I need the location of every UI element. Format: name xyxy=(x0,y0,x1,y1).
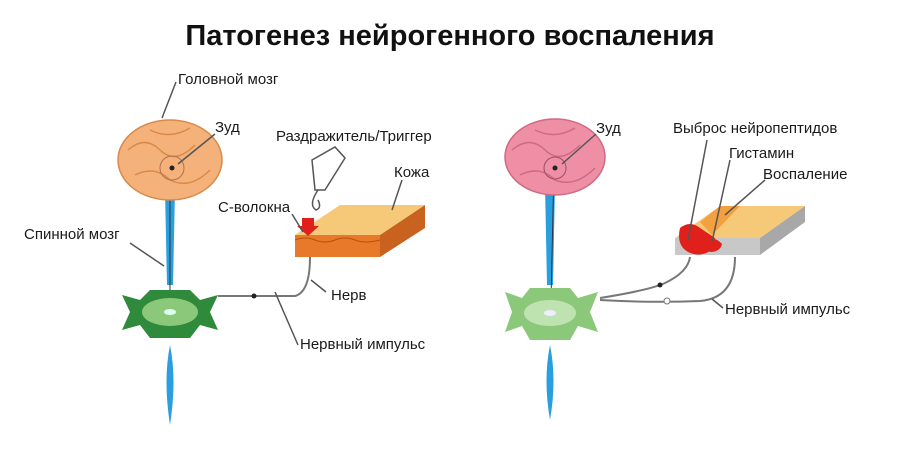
trigger-icon xyxy=(311,146,346,211)
leader-line xyxy=(687,139,708,241)
label-inflammation: Воспаление xyxy=(763,166,847,183)
label-histamine: Гистамин xyxy=(729,145,794,162)
brain-left xyxy=(117,119,223,201)
diagram-title: Патогенез нейрогенного воспаления xyxy=(185,20,714,52)
label-neuropeptide-release: Выброс нейропептидов xyxy=(673,120,837,137)
leader-line xyxy=(711,298,724,309)
leader-line xyxy=(291,213,304,233)
label-nerve-impulse: Нервный импульс xyxy=(725,301,851,318)
leader-line xyxy=(391,179,403,211)
skin-block-right xyxy=(675,206,805,255)
right-panel: Зуд Выброс нейропептидов Гистамин Воспал… xyxy=(504,118,851,420)
skin-block-left xyxy=(294,205,425,257)
label-c-fibers: С-волокна xyxy=(218,199,291,216)
left-panel: Головной мозг Зуд Раздражитель/Триггер К… xyxy=(24,71,432,425)
label-trigger: Раздражитель/Триггер xyxy=(276,128,432,145)
leader-line xyxy=(177,133,216,165)
label-nerve-impulse: Нервный импульс xyxy=(300,336,426,353)
leader-line xyxy=(274,291,299,346)
label-itch: Зуд xyxy=(596,120,621,137)
leader-line xyxy=(310,279,327,293)
leader-line xyxy=(561,133,597,165)
spinal-cord-lower xyxy=(546,345,554,420)
spinal-cross-section-right xyxy=(505,288,598,340)
leader-line xyxy=(711,159,731,243)
spinal-cord-upper xyxy=(545,185,555,285)
leader-line xyxy=(161,81,177,119)
label-brain: Головной мозг xyxy=(178,71,279,88)
stimulus-arrow-icon xyxy=(297,218,319,236)
impulse-dot xyxy=(663,297,671,305)
leader-line xyxy=(129,242,165,267)
label-skin: Кожа xyxy=(394,164,430,181)
nerve-fiber xyxy=(599,256,736,303)
label-spinal-cord: Спинной мозг xyxy=(24,226,120,243)
spinal-cord-lower xyxy=(166,345,174,425)
impulse-dot xyxy=(251,293,257,299)
impulse-dot xyxy=(657,282,663,288)
label-nerve: Нерв xyxy=(331,287,367,304)
label-itch: Зуд xyxy=(215,119,240,136)
nerve-fiber xyxy=(599,256,691,299)
leader-line xyxy=(724,179,766,216)
brain-right xyxy=(504,118,606,196)
spinal-cross-section-left xyxy=(122,290,218,338)
nerve-fiber xyxy=(218,256,311,297)
